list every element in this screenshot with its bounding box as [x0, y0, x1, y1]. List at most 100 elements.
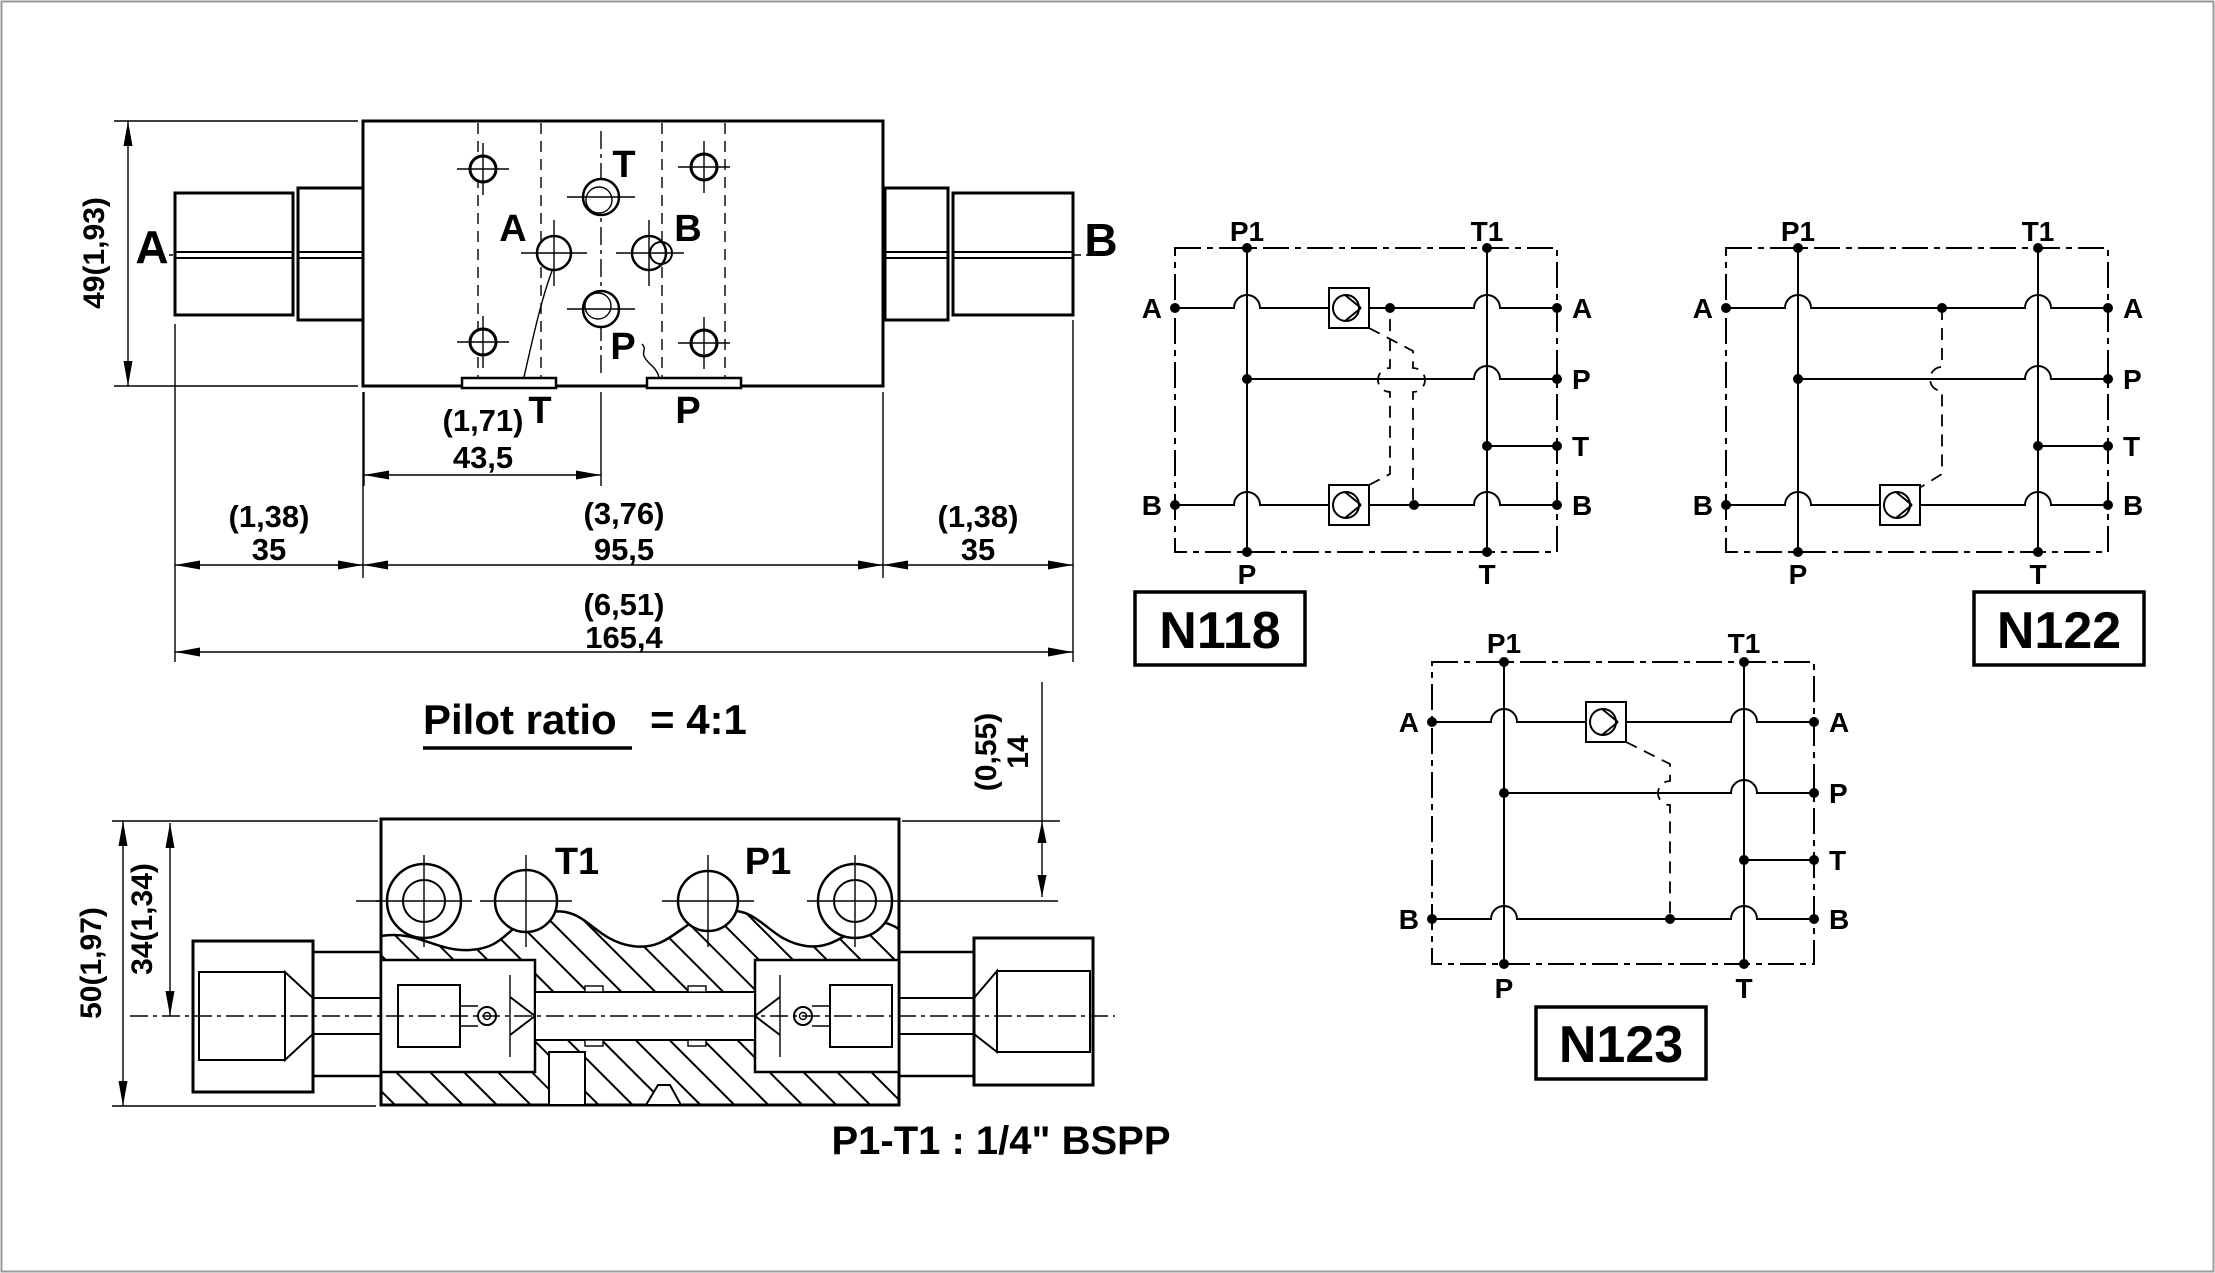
- label-p-bottom: P: [1495, 973, 1514, 1004]
- label-side-b: B: [1084, 214, 1117, 266]
- code-label: N123: [1559, 1016, 1683, 1074]
- label-t1: T1: [1471, 216, 1504, 247]
- bottom-slot: [548, 1051, 586, 1106]
- section-view: T1 P1 50(1,97) 34(1,34): [75, 682, 1171, 1163]
- envelope: [1431, 661, 1815, 965]
- label-section-p1: P1: [745, 841, 791, 883]
- dim-35l-mm: 35: [252, 532, 286, 567]
- label-b-right: B: [1829, 904, 1849, 935]
- port-a: [521, 220, 587, 286]
- port-b: [616, 220, 684, 286]
- label-p-bottom: P: [1789, 559, 1808, 590]
- label-t-right: T: [1572, 431, 1589, 462]
- check-valve-icon: [1585, 701, 1627, 743]
- dim-165-mm: 165,4: [585, 620, 663, 655]
- tab-p-slot: [645, 376, 743, 390]
- leader-p: [641, 343, 660, 378]
- envelope: [1174, 247, 1558, 553]
- label-p-right: P: [1572, 364, 1591, 395]
- label-p-bottom: P: [1238, 559, 1257, 590]
- label-a-right: A: [1829, 707, 1849, 738]
- pilot-line: [1920, 308, 1943, 488]
- pilot-ratio-note: Pilot ratio = 4:1: [423, 696, 747, 750]
- label-b-left: B: [1399, 904, 1419, 935]
- label-p1: P1: [1781, 216, 1815, 247]
- check-valve-icon: [1879, 484, 1921, 526]
- section-hex-right: [972, 936, 1095, 1087]
- dim-43-5: (1,71) 43,5: [363, 392, 602, 486]
- svg-text:34(1,34): 34(1,34): [126, 863, 159, 975]
- dim-35l-in: (1,38): [229, 499, 310, 534]
- pilot-ratio-label: Pilot ratio: [423, 696, 617, 743]
- svg-text:(0,55): (0,55): [970, 713, 1003, 791]
- schematic-N118: P1 T1 A B A P T B P T N118: [1133, 216, 1592, 667]
- label-b-right: B: [1572, 490, 1592, 521]
- label-a-left: A: [1693, 293, 1713, 324]
- dim-50: 50(1,97): [75, 820, 378, 1107]
- label-b-left: B: [1693, 490, 1713, 521]
- pilot-line: [1625, 741, 1671, 919]
- label-b-left: B: [1142, 490, 1162, 521]
- hex-fitting-left: [173, 186, 365, 322]
- label-tab-t: T: [528, 390, 551, 432]
- svg-text:50(1,97): 50(1,97): [75, 907, 108, 1019]
- bspp-note: P1-T1 : 1/4" BSPP: [831, 1119, 1170, 1163]
- label-p1: P1: [1230, 216, 1264, 247]
- port-t: [567, 177, 635, 217]
- plate-ports: [376, 855, 903, 947]
- top-view: T A B P T P A B 49(1,93) (1,71) 43,5: [78, 119, 1118, 662]
- svg-text:49(1,93): 49(1,93): [78, 197, 111, 309]
- pilot-line-top: [1368, 327, 1426, 505]
- dim-95-in: (3,76): [584, 496, 665, 531]
- code-box: [1534, 1005, 1708, 1081]
- schematic-N122: P1 T1 A B A P T B P T N122: [1693, 216, 2146, 667]
- label-a-right: A: [2123, 293, 2143, 324]
- svg-text:(1,71): (1,71): [443, 403, 524, 438]
- junction-dots: [1427, 657, 1819, 969]
- label-t1: T1: [1728, 628, 1761, 659]
- dim-height-49: 49(1,93): [78, 120, 358, 387]
- label-a-right: A: [1572, 293, 1592, 324]
- label-t-bottom: T: [1735, 973, 1752, 1004]
- label-t-bottom: T: [1478, 559, 1495, 590]
- svg-text:43,5: 43,5: [453, 440, 513, 475]
- label-t-right: T: [1829, 845, 1846, 876]
- label-a-left: A: [1399, 707, 1419, 738]
- label-port-a: A: [499, 208, 526, 250]
- label-t1: T1: [2022, 216, 2055, 247]
- break-wave-line: [380, 909, 900, 952]
- leader-t: [523, 270, 553, 378]
- label-a-left: A: [1142, 293, 1162, 324]
- dim-165-in: (6,51): [584, 587, 665, 622]
- label-b-right: B: [2123, 490, 2143, 521]
- envelope: [1725, 247, 2109, 553]
- junction-dots: [1170, 243, 1562, 557]
- dim-95-mm: 95,5: [594, 532, 654, 567]
- label-side-a: A: [135, 221, 168, 273]
- dim-35r-in: (1,38): [938, 499, 1019, 534]
- pilot-line-bottom: [1368, 308, 1391, 486]
- code-label: N122: [1997, 602, 2121, 660]
- label-port-p: P: [610, 326, 635, 368]
- bolt-holes: [457, 141, 730, 369]
- svg-text:14: 14: [1002, 735, 1035, 769]
- check-valve-icon: [1328, 484, 1370, 526]
- pilot-ratio-value: = 4:1: [650, 696, 747, 743]
- label-port-t: T: [612, 144, 635, 186]
- schematic-N123: P1 T1 A B A P T B P T N123: [1399, 628, 1849, 1081]
- check-valve-icon: [1328, 287, 1370, 329]
- port-p: [567, 289, 635, 329]
- label-port-b: B: [674, 208, 701, 250]
- label-p-right: P: [2123, 364, 2142, 395]
- hex-fitting-right: [883, 186, 1075, 322]
- label-t-bottom: T: [2029, 559, 2046, 590]
- bottom-boss: [644, 1084, 683, 1106]
- label-tab-p: P: [675, 390, 700, 432]
- dim-14: (0,55) 14: [902, 682, 1060, 897]
- dim-35r-mm: 35: [961, 532, 995, 567]
- dim-34: 34(1,34): [126, 823, 175, 1016]
- label-p1: P1: [1487, 628, 1521, 659]
- block-outline: [379, 817, 901, 1107]
